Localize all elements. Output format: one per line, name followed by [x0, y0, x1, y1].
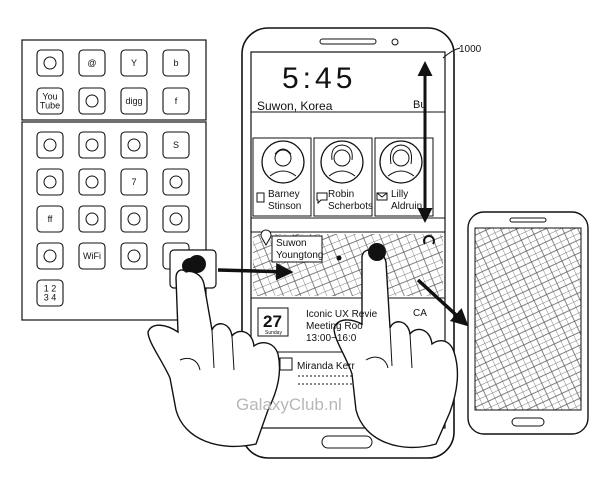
touch-point-left: [188, 255, 206, 273]
location-pin-icon: [260, 229, 272, 247]
front-camera-icon: [391, 38, 399, 46]
ref-leader-line: [442, 47, 461, 59]
swirl-icon: [120, 242, 148, 270]
map-label-box: [271, 235, 323, 263]
at-tile-label: @: [87, 58, 96, 68]
weather-location: Suwon, Korea: [257, 99, 333, 113]
secondary-phone: [467, 211, 589, 435]
facebook-icon: f: [162, 87, 190, 115]
contact-avatar-barney: [261, 140, 305, 184]
touch-point-right: [368, 243, 386, 261]
calendar-day: 27: [263, 312, 282, 331]
home-button: [321, 435, 373, 449]
contact-avatar-robin: [320, 140, 364, 184]
calendar-date-box: [257, 307, 289, 337]
calendar-icon: 7: [120, 168, 148, 196]
calendar-event-suffix: CA: [413, 308, 427, 319]
b-brand-tile-label: b: [173, 58, 178, 68]
youtube-tile-label: You: [42, 92, 57, 102]
numbers-tile-label: 1 2: [44, 284, 57, 294]
phone-screen: [250, 51, 446, 429]
skype-tile-label: S: [173, 140, 179, 150]
friendfeed-tile-label: ff: [48, 214, 53, 224]
runner-icon: [162, 168, 190, 196]
secondary-home-button: [511, 417, 545, 427]
phone-icon: [256, 192, 265, 203]
drag-arrow: [217, 262, 294, 281]
b-brand-icon: b: [162, 49, 190, 77]
flickr-icon: [78, 87, 106, 115]
chat-icon: [316, 192, 328, 205]
bluetooth-icon: [78, 205, 106, 233]
left-hand: [147, 269, 281, 448]
friendfeed-icon: ff: [36, 205, 64, 233]
facebook-tile-label: f: [175, 96, 178, 106]
location-suffix: Bu: [413, 99, 427, 111]
watermark: GalaxyClub.nl: [236, 395, 342, 414]
fullscreen-map: [474, 227, 582, 411]
ring-icon: [120, 205, 148, 233]
refresh-icon: [423, 235, 435, 245]
x-brand-icon: [36, 49, 64, 77]
caller-name: Miranda Kerr: [297, 361, 355, 372]
app-panel-top: [21, 39, 207, 121]
camera-icon: [36, 242, 64, 270]
numbers-tile-label: 3 4: [44, 293, 57, 303]
expand-arrow: [416, 278, 469, 327]
at-icon: @: [78, 49, 106, 77]
app-panel-bottom: [21, 121, 207, 321]
people-icon: [36, 131, 64, 159]
calendar-weekday: Sunday: [265, 330, 282, 336]
lightbulb-icon: [120, 131, 148, 159]
wifi-icon: WiFi: [78, 242, 106, 270]
mail-icon: [376, 192, 388, 201]
contact-avatar-lilly: [379, 140, 423, 184]
skype-icon: S: [162, 131, 190, 159]
clock-time: 5:45: [282, 62, 357, 95]
grid-icon: [78, 131, 106, 159]
phone-book-icon: [36, 168, 64, 196]
right-hand: [333, 249, 459, 449]
calendar-tile-label: 7: [131, 177, 136, 187]
contact-cards: [252, 137, 434, 217]
reference-number: 1000: [459, 44, 482, 55]
music-note-icon: [78, 168, 106, 196]
yahoo-icon: Y: [120, 49, 148, 77]
wifi-tile-label: WiFi: [83, 251, 101, 261]
yahoo-tile-label: Y: [131, 58, 137, 68]
digg-icon: digg: [120, 87, 148, 115]
map-marker-icon: [336, 255, 342, 261]
numbers-icon: 1 23 4: [36, 279, 64, 307]
digg-tile-label: digg: [125, 96, 142, 106]
speaker-grille: [319, 38, 377, 45]
spiral-icon: [162, 205, 190, 233]
youtube-tile-label: Tube: [40, 101, 60, 111]
